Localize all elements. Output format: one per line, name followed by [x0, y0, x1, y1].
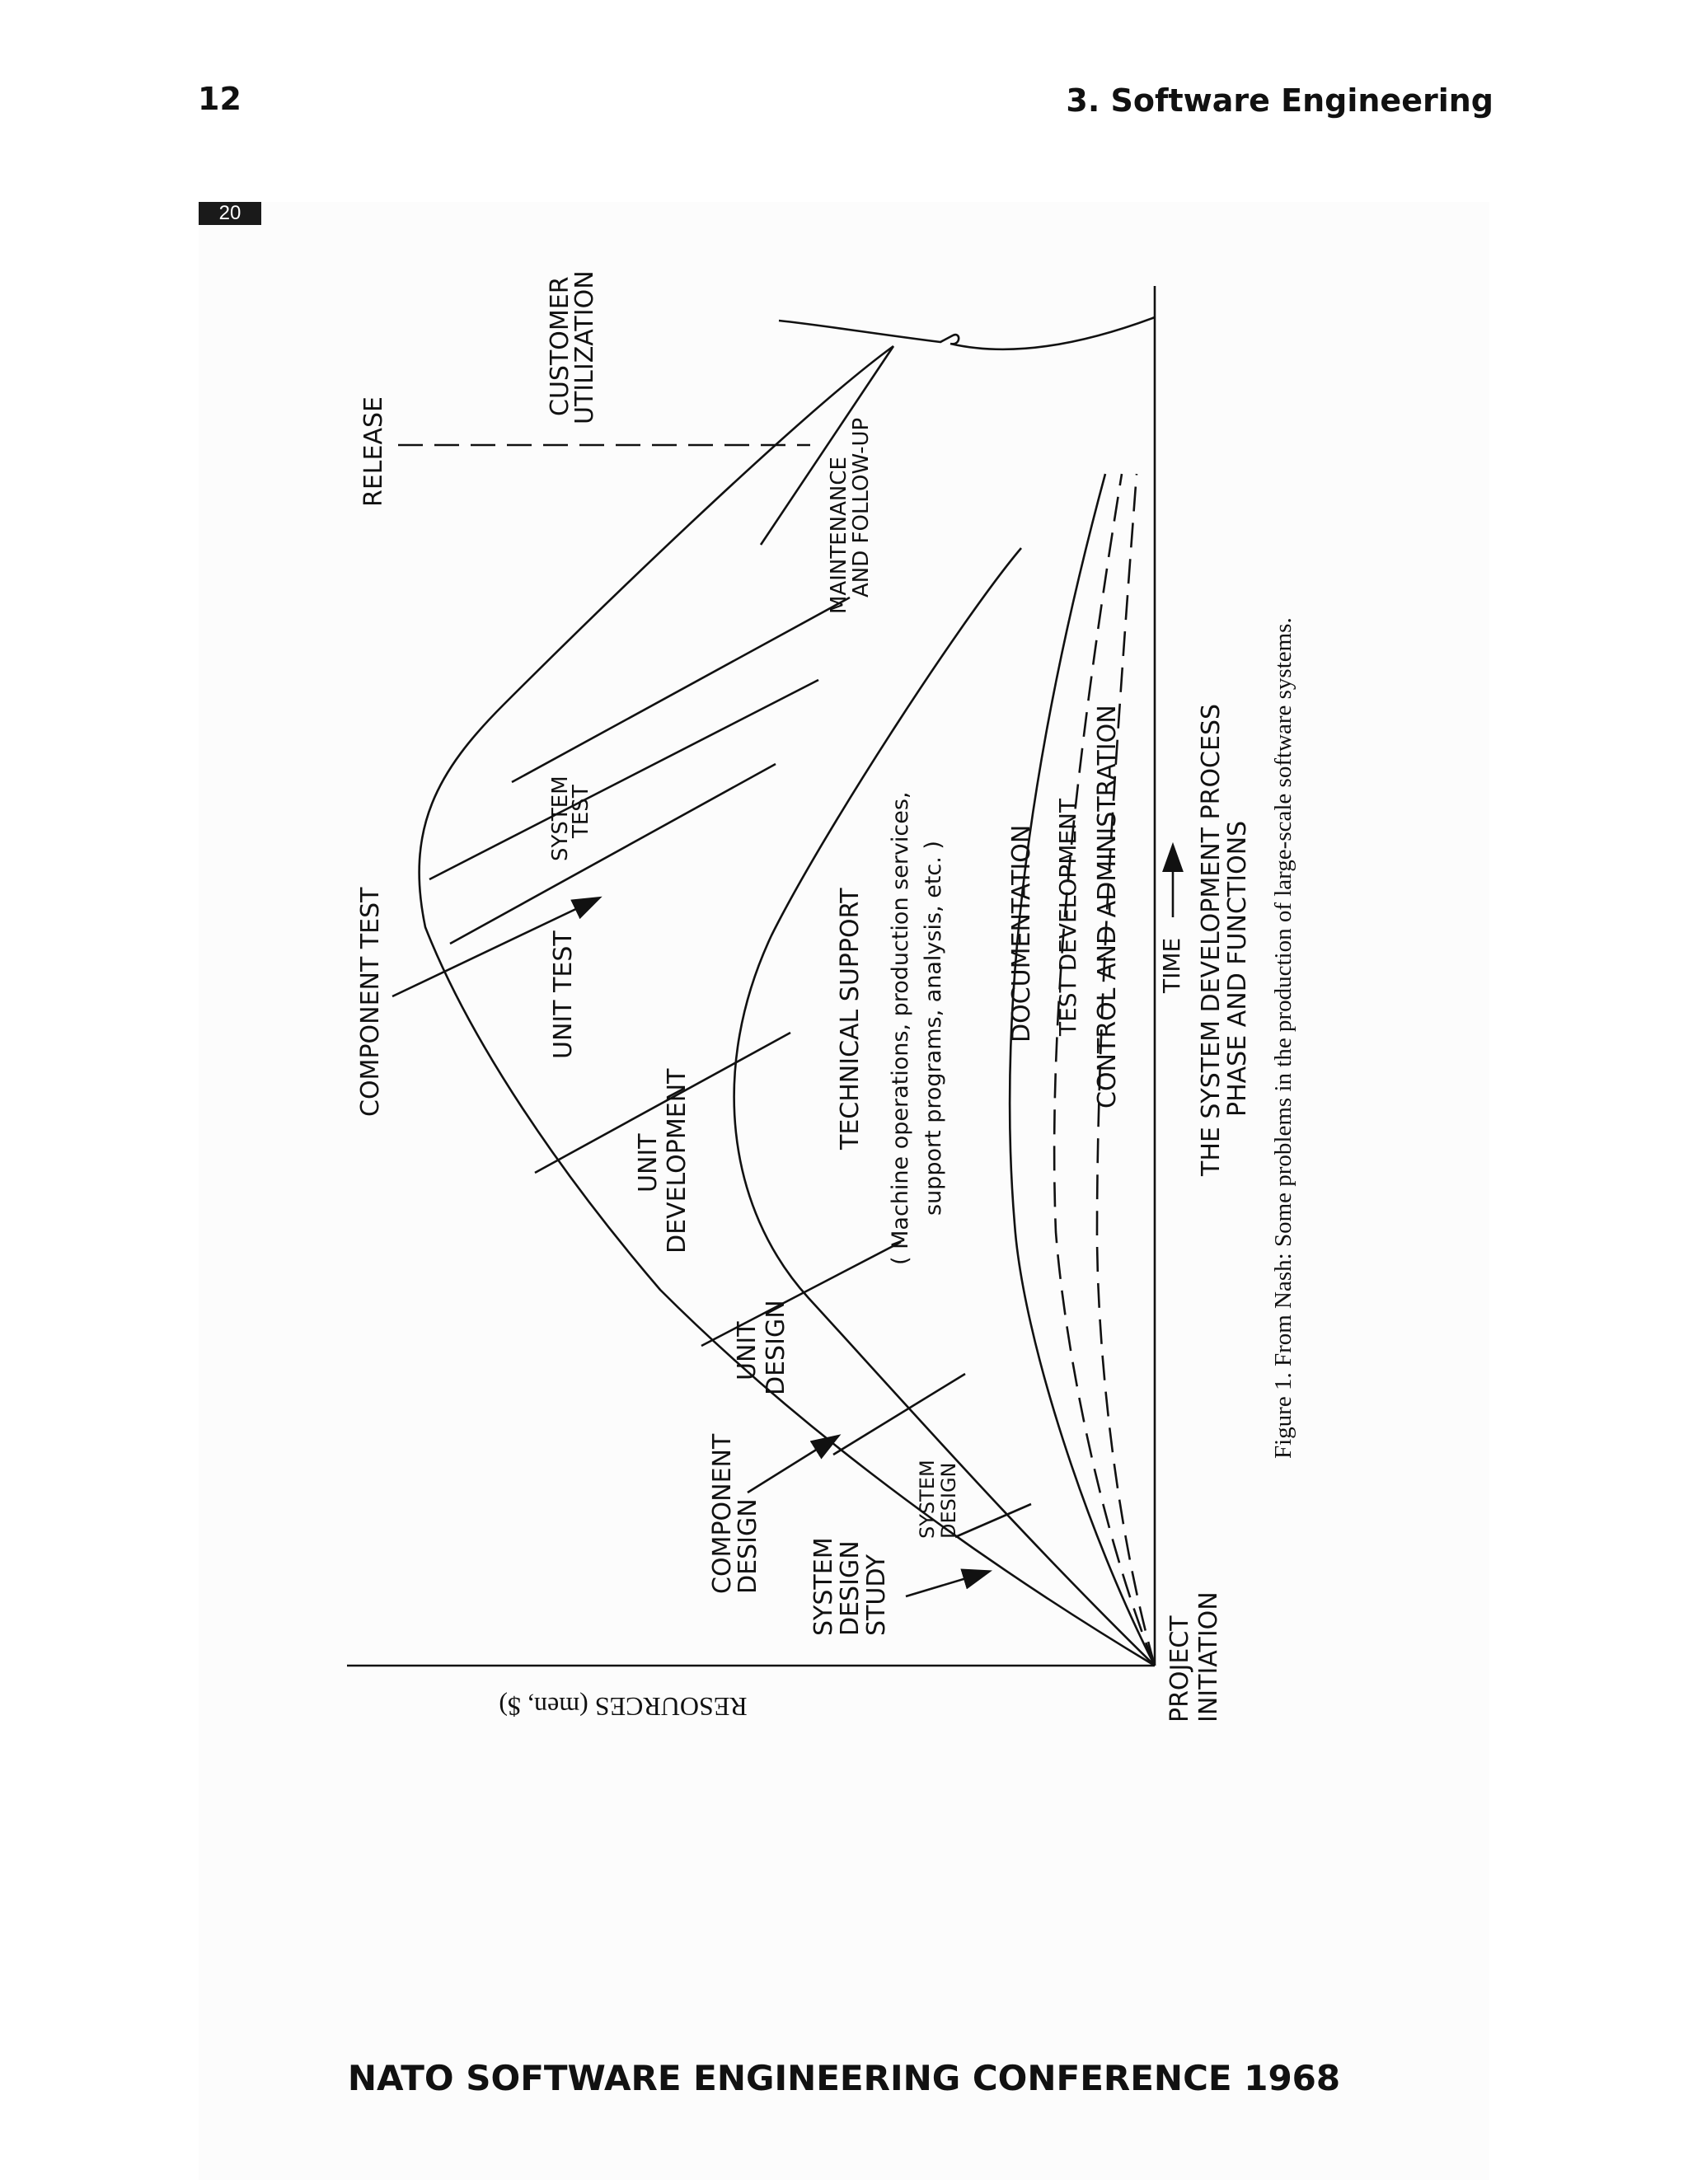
documentation-label: DOCUMENTATION: [1007, 825, 1036, 1043]
divider-system-design: [954, 1502, 1032, 1539]
svg-text:SYSTEM: SYSTEM: [916, 1460, 939, 1539]
system-design-study-label: SYSTEM DESIGN STUDY: [809, 1537, 891, 1636]
svg-text:AND FOLLOW-UP: AND FOLLOW-UP: [849, 418, 874, 598]
svg-text:COMPONENT: COMPONENT: [708, 1433, 737, 1594]
test-development-label: TEST DEVELOPMENT: [1054, 798, 1081, 1037]
diagram-title: THE SYSTEM DEVELOPMENT PROCESS PHASE AND…: [1197, 704, 1252, 1177]
svg-text:UTILIZATION: UTILIZATION: [570, 270, 599, 424]
divider-system-test: [511, 596, 851, 784]
customer-utilization-tail: [778, 316, 1156, 351]
test-development-curve: [1053, 473, 1156, 1666]
system-design-label: SYSTEM DESIGN: [916, 1460, 960, 1539]
unit-design-label: UNIT DESIGN: [733, 1300, 790, 1395]
customer-utilization-label: CUSTOMER UTILIZATION: [546, 270, 599, 424]
figure-caption: Figure 1. From Nash: Some problems in th…: [1270, 617, 1296, 1459]
svg-text:THE SYSTEM DEVELOPMENT PROCESS: THE SYSTEM DEVELOPMENT PROCESS: [1197, 704, 1226, 1177]
footer-title: NATO SOFTWARE ENGINEERING CONFERENCE 196…: [347, 2058, 1341, 2098]
svg-text:DEVELOPMENT: DEVELOPMENT: [663, 1068, 692, 1254]
system-test-label: SYSTEM TEST: [548, 776, 593, 861]
svg-text:TIME: TIME: [1158, 938, 1185, 994]
page-number: 12: [198, 81, 241, 117]
svg-text:support programs, analysis, et: support programs, analysis, etc. ): [921, 841, 946, 1216]
svg-text:MAINTENANCE: MAINTENANCE: [827, 457, 851, 614]
divider-unit-development: [534, 1031, 791, 1174]
svg-text:PROJECT: PROJECT: [1165, 1615, 1194, 1722]
component-design-arrow: [747, 1434, 842, 1494]
divider-component-test: [429, 678, 819, 881]
svg-text:PHASE AND FUNCTIONS: PHASE AND FUNCTIONS: [1223, 821, 1252, 1117]
figure-panel: RELEASE CUSTOMER UTILIZATION COMPONENT T…: [199, 202, 1489, 2180]
svg-text:STUDY: STUDY: [862, 1554, 891, 1636]
system-development-diagram: RELEASE CUSTOMER UTILIZATION COMPONENT T…: [347, 270, 1296, 1722]
svg-text:DESIGN: DESIGN: [762, 1300, 790, 1395]
svg-text:( Machine operations, producti: ( Machine operations, production service…: [888, 791, 913, 1265]
system-design-study-arrow: [905, 1568, 992, 1598]
svg-text:TEST: TEST: [569, 785, 593, 839]
svg-text:UNIT: UNIT: [634, 1133, 663, 1193]
svg-text:DESIGN: DESIGN: [734, 1498, 762, 1594]
svg-text:CUSTOMER: CUSTOMER: [546, 276, 574, 416]
project-initiation-label: PROJECT INITIATION: [1165, 1591, 1223, 1722]
component-test-label: COMPONENT TEST: [356, 887, 385, 1117]
divider-unit-test: [449, 762, 776, 945]
component-test-arrow: [392, 896, 603, 998]
svg-text:INITIATION: INITIATION: [1194, 1591, 1223, 1722]
running-head: 3. Software Engineering: [1066, 82, 1493, 119]
technical-support-curve: [733, 547, 1156, 1666]
svg-text:SYSTEM: SYSTEM: [809, 1537, 838, 1636]
component-design-label: COMPONENT DESIGN: [708, 1433, 762, 1594]
time-label: TIME: [1158, 841, 1185, 994]
svg-text:TECHNICAL SUPPORT: TECHNICAL SUPPORT: [836, 888, 865, 1151]
svg-text:DESIGN: DESIGN: [937, 1462, 960, 1539]
control-administration-curve: [1095, 473, 1156, 1666]
svg-text:UNIT: UNIT: [733, 1321, 762, 1380]
unit-development-label: UNIT DEVELOPMENT: [634, 1068, 692, 1254]
divider-component-design: [832, 1372, 966, 1456]
divider-unit-design: [701, 1240, 902, 1347]
technical-support-label: TECHNICAL SUPPORT ( Machine operations, …: [836, 791, 946, 1265]
unit-test-label: UNIT TEST: [549, 930, 578, 1059]
page-tag: 20: [199, 202, 261, 225]
resources-axis-label: RESOURCES (men, $): [499, 1692, 747, 1722]
release-label: RELEASE: [359, 396, 388, 507]
svg-text:SYSTEM: SYSTEM: [548, 776, 573, 861]
divider-maintenance: [759, 345, 895, 546]
control-administration-label: CONTROL AND ADMINISTRATION: [1093, 705, 1122, 1108]
documentation-curve: [1008, 473, 1156, 1666]
svg-text:DESIGN: DESIGN: [836, 1540, 865, 1636]
maintenance-label: MAINTENANCE AND FOLLOW-UP: [827, 418, 874, 614]
